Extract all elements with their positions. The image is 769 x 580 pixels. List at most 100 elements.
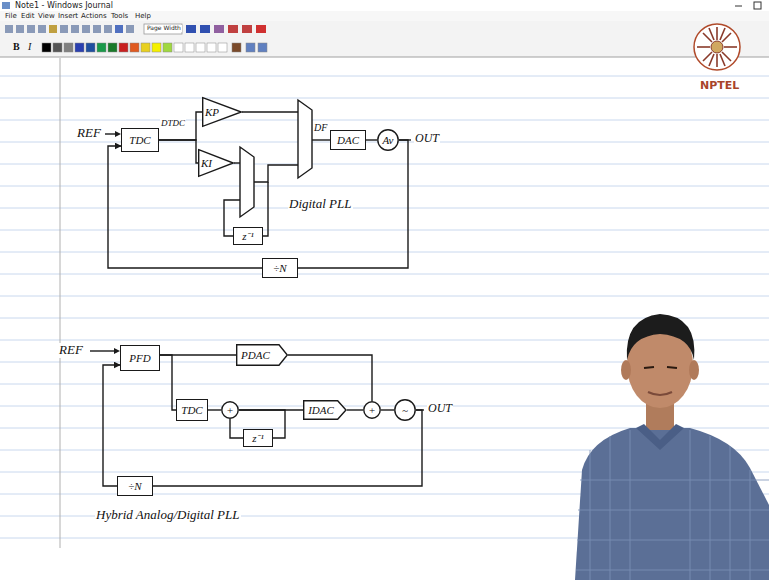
node-text: DAC: [337, 134, 359, 146]
toolbar-border: [0, 57, 769, 58]
block-label: DAC: [337, 134, 359, 146]
block-label: PDAC: [241, 349, 270, 361]
zoom-label: Page Width: [146, 25, 182, 32]
block-label: +: [368, 404, 375, 416]
node-text: PDAC: [236, 349, 270, 361]
tdc-block: TDC: [176, 399, 207, 421]
node-text: ÷N: [128, 480, 141, 492]
block-label: KP: [205, 106, 219, 118]
menu-item: Tools: [110, 12, 129, 20]
block-label: ÷N: [273, 262, 286, 274]
node-text: z⁻¹: [252, 432, 264, 444]
menu-bar: [0, 11, 769, 21]
bold-button: B: [12, 41, 21, 53]
node-text: +: [368, 404, 375, 416]
signal-name: DF: [313, 122, 328, 134]
toolbar-icons: [5, 25, 266, 33]
oscillator-circle: ~: [394, 399, 416, 421]
node-text: z⁻¹: [242, 230, 254, 242]
minimize-icon: [735, 6, 742, 7]
node-text: KP: [202, 106, 219, 118]
wires: [90, 112, 424, 410]
node-text: ÷N: [273, 262, 286, 274]
title-bar: [0, 0, 769, 11]
menu-item: Insert: [57, 12, 79, 20]
presenter-figure: [575, 314, 769, 580]
signal-name: OUT: [427, 402, 453, 416]
node-text: PFD: [129, 352, 150, 364]
node-text: TDC: [181, 404, 202, 416]
signal-wire: [108, 146, 262, 268]
block-label: PFD: [129, 352, 150, 364]
dac-block: PDAC: [236, 344, 288, 366]
signal-wire: [103, 365, 120, 486]
logo-text: NPTEL: [699, 80, 740, 93]
diagram-caption: Hybrid Analog/Digital PLL: [95, 508, 241, 523]
block-label: IDAC: [308, 404, 334, 416]
signal-wire: [381, 409, 394, 410]
block-label: +: [226, 404, 233, 416]
signal-wire: [288, 355, 372, 401]
signal-wire: [153, 410, 422, 486]
toolbar: [0, 21, 769, 57]
menu-item: Edit: [20, 12, 36, 20]
signal-wire: [230, 419, 243, 438]
node-text: +: [226, 404, 233, 416]
summing-block: [298, 100, 312, 178]
menu-item: Actions: [80, 12, 108, 20]
signal-wire: [159, 112, 202, 140]
signal-wire: [347, 409, 363, 410]
tdc-block: TDC: [121, 128, 159, 152]
signal-wire: [160, 355, 176, 410]
maximize-icon: [754, 2, 761, 9]
nptel-logo: [694, 24, 740, 70]
divider-block: ÷N: [117, 476, 153, 496]
zoom-dropdown: [144, 24, 182, 34]
diagram-caption: Digital PLL: [288, 197, 353, 212]
divider-block: ÷N: [262, 258, 298, 278]
pfd-block: PFD: [120, 345, 160, 371]
node-text: Av: [383, 134, 394, 146]
oscillator-circle: Av: [377, 129, 399, 151]
signal-name: REF: [76, 126, 102, 141]
delay-block: z⁻¹: [243, 429, 273, 447]
block-label: Av: [383, 134, 394, 146]
block-label: KI: [201, 157, 212, 169]
node-text: IDAC: [303, 404, 334, 416]
signal-wire: [366, 139, 377, 140]
margin-line: [60, 58, 61, 548]
menu-item: File: [4, 12, 18, 20]
integrator-adder: [240, 147, 254, 217]
node-text: ~: [402, 404, 408, 416]
signal-name: REF: [58, 343, 84, 358]
signal-wire: [208, 409, 221, 410]
signal-name: DTDC: [160, 118, 186, 128]
block-label: ~: [402, 404, 408, 416]
node-text: TDC: [129, 134, 150, 146]
color-swatches: [42, 43, 267, 52]
gain-triangle: KP: [202, 97, 242, 127]
menu-item: Help: [134, 12, 152, 20]
dac-block: DAC: [330, 130, 366, 150]
adder-circle: +: [363, 401, 381, 419]
signal-wire: [159, 140, 198, 163]
window-title: Note1 - Windows Journal: [14, 1, 114, 10]
menu-item: View: [37, 12, 56, 20]
block-label: ÷N: [128, 480, 141, 492]
italic-button: I: [27, 41, 32, 53]
block-label: TDC: [129, 134, 150, 146]
block-label: TDC: [181, 404, 202, 416]
block-label: z⁻¹: [242, 230, 254, 242]
adder-circle: +: [221, 401, 239, 419]
block-label: z⁻¹: [252, 432, 264, 444]
node-text: KI: [198, 157, 212, 169]
gain-triangle: KI: [198, 149, 234, 177]
dac-block: IDAC: [303, 400, 347, 420]
app-icon: [2, 2, 10, 9]
signal-name: OUT: [414, 132, 440, 146]
delay-block: z⁻¹: [233, 227, 263, 245]
